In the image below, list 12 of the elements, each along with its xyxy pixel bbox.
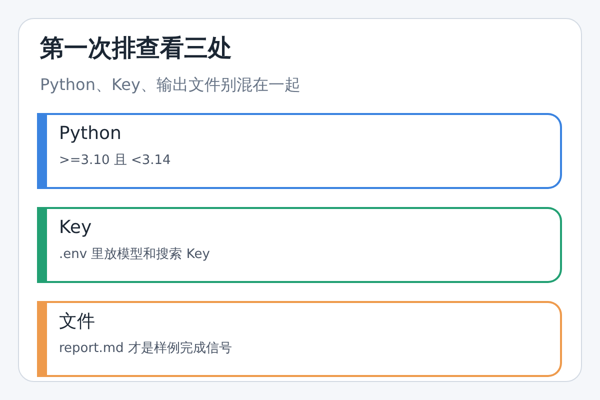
item-description: report.md 才是样例完成信号 — [59, 340, 232, 358]
checklist-item-card — [37, 113, 562, 189]
item-heading: Key — [59, 216, 92, 240]
item-description: >=3.10 且 <3.14 — [59, 152, 171, 170]
card-title: 第一次排查看三处 — [40, 33, 232, 64]
item-description: .env 里放模型和搜索 Key — [59, 246, 210, 264]
item-heading: Python — [59, 122, 122, 146]
card-subtitle: Python、Key、输出文件别混在一起 — [40, 74, 300, 96]
checklist-item-card — [37, 301, 562, 377]
checklist-item-card — [37, 207, 562, 283]
item-heading: 文件 — [59, 310, 95, 334]
card-panel — [18, 18, 582, 382]
